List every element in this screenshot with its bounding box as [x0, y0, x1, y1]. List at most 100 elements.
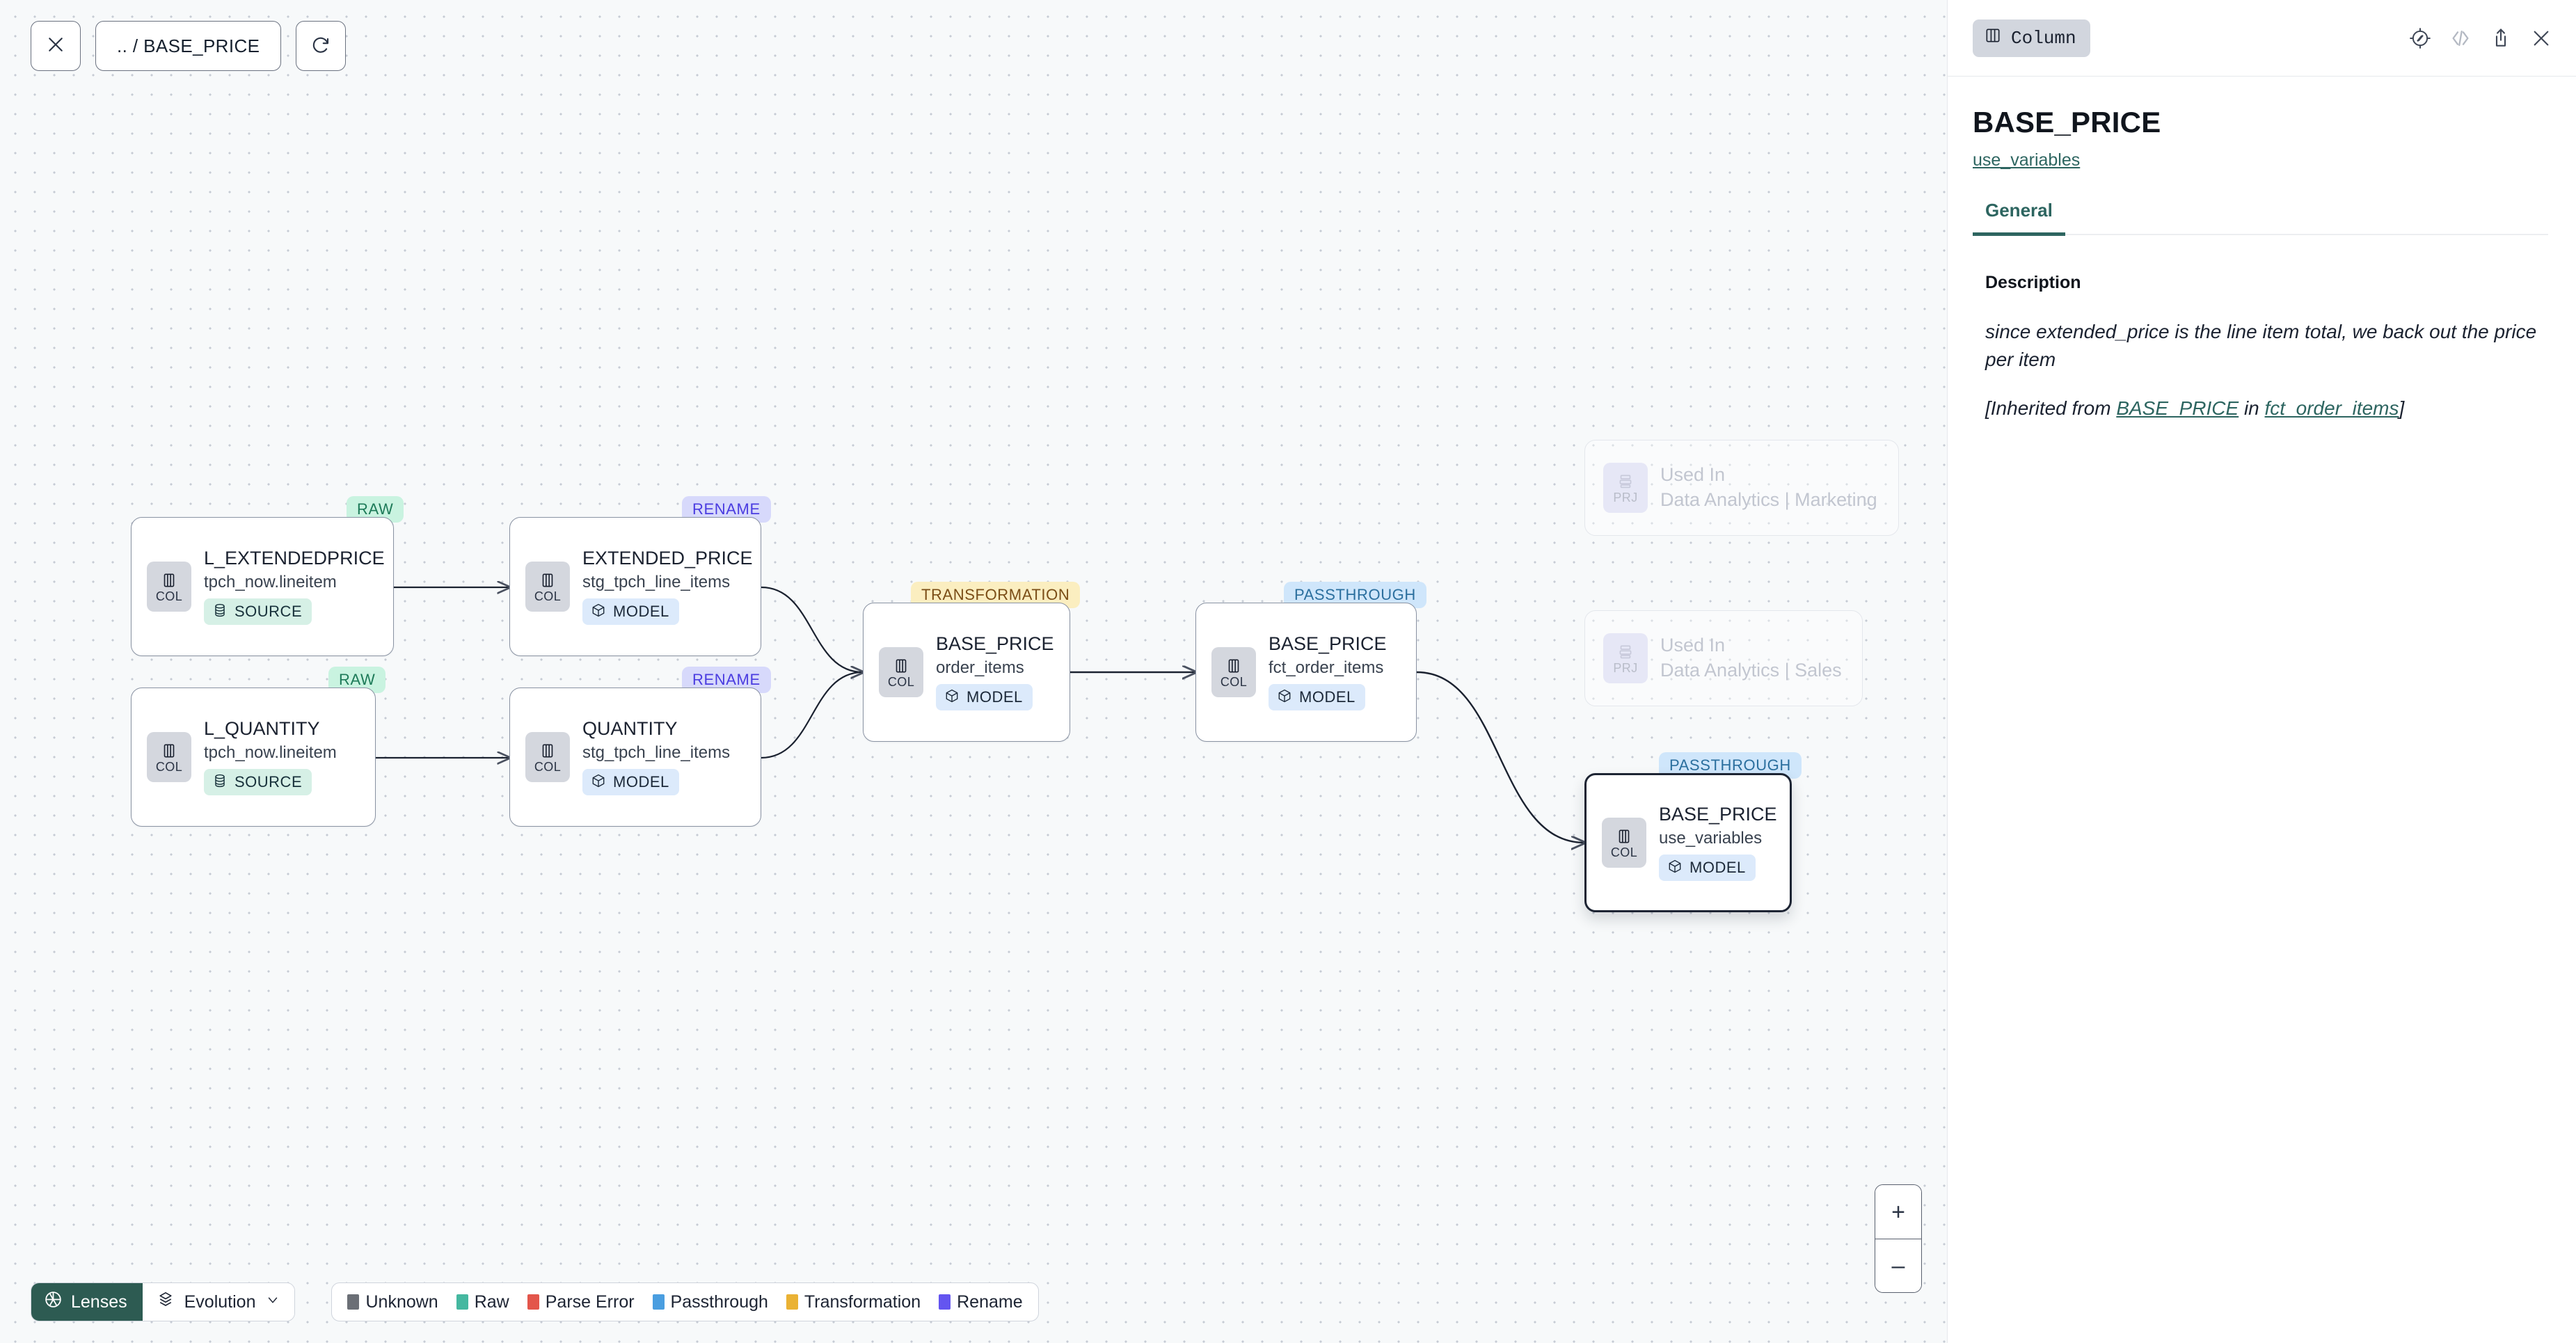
node-chip-model: MODEL	[1269, 684, 1365, 711]
node-used-in-label: Used In	[1660, 464, 1726, 486]
node-title: BASE_PRICE	[1269, 633, 1387, 654]
column-type-label: COL	[534, 759, 562, 774]
refresh-button[interactable]	[296, 21, 347, 71]
node-chip-label: MODEL	[1689, 859, 1746, 877]
panel-tabs: General	[1973, 200, 2548, 236]
project-type-label: PRJ	[1613, 660, 1638, 675]
breadcrumb: .. / BASE_PRICE	[117, 35, 260, 56]
column-type-icon: COL	[525, 732, 570, 782]
legend-label: Raw	[474, 1292, 509, 1312]
canvas-toolbar: .. / BASE_PRICE	[31, 21, 347, 71]
column-type-icon: COL	[147, 562, 191, 612]
bottom-toolbar: Lenses Evolution Unkno	[31, 1282, 1039, 1321]
lenses-button[interactable]: Lenses	[31, 1283, 143, 1321]
breadcrumb-button[interactable]: .. / BASE_PRICE	[95, 21, 282, 71]
legend-swatch	[347, 1294, 360, 1310]
cube-icon	[1667, 859, 1683, 877]
share-icon[interactable]	[2490, 27, 2512, 49]
lenses-group: Lenses Evolution	[31, 1282, 296, 1321]
inherited-suffix: ]	[2399, 397, 2405, 420]
panel-header-actions	[2409, 27, 2552, 49]
legend-swatch	[786, 1294, 798, 1310]
node-chip-model: MODEL	[936, 684, 1033, 711]
inherited-model-link[interactable]: fct_order_items	[2264, 397, 2399, 420]
node-subtitle: tpch_now.lineitem	[204, 742, 337, 762]
legend-item-rename[interactable]: Rename	[939, 1292, 1023, 1312]
explore-icon[interactable]	[2409, 27, 2431, 49]
column-type-icon: COL	[525, 562, 570, 612]
database-icon	[212, 603, 228, 621]
evolution-dropdown[interactable]: Evolution	[142, 1283, 295, 1321]
column-type-icon: COL	[879, 647, 923, 697]
legend-item-passthrough[interactable]: Passthrough	[652, 1292, 768, 1312]
tab-general[interactable]: General	[1973, 200, 2065, 236]
zoom-in-button[interactable]: +	[1875, 1185, 1921, 1239]
node-chip-label: MODEL	[613, 603, 669, 621]
legend-item-parse-error[interactable]: Parse Error	[527, 1292, 635, 1312]
node-chip-label: SOURCE	[234, 773, 303, 791]
node-subtitle: use_variables	[1659, 828, 1763, 848]
node-chip-model: MODEL	[1659, 855, 1756, 882]
aperture-icon	[44, 1290, 63, 1314]
inherited-column-link[interactable]: BASE_PRICE	[2116, 397, 2239, 420]
column-type-label: COL	[155, 589, 183, 603]
inherited-middle: in	[2239, 397, 2265, 420]
description-section: Description since extended_price is the …	[1973, 273, 2548, 423]
zoom-out-button[interactable]: –	[1875, 1239, 1921, 1292]
lineage-canvas[interactable]: .. / BASE_PRICE	[0, 0, 1947, 1343]
legend-label: Parse Error	[545, 1292, 635, 1312]
project-type-label: PRJ	[1613, 490, 1638, 504]
model-link[interactable]: use_variables	[1973, 150, 2081, 170]
column-type-icon: COL	[1602, 818, 1646, 868]
inherited-note: [Inherited from BASE_PRICE in fct_order_…	[1985, 395, 2548, 422]
node-title: L_QUANTITY	[204, 717, 320, 739]
page-title: BASE_PRICE	[1973, 106, 2161, 138]
column-type-label: COL	[155, 759, 183, 774]
cube-icon	[591, 603, 606, 621]
column-type-label: COL	[534, 589, 562, 603]
legend-label: Transformation	[804, 1292, 921, 1312]
legend-item-raw[interactable]: Raw	[456, 1292, 509, 1312]
close-icon	[45, 34, 66, 58]
node-subtitle: tpch_now.lineitem	[204, 572, 337, 591]
close-graph-button[interactable]	[31, 21, 81, 71]
node-chip-label: SOURCE	[234, 603, 303, 621]
node-subtitle: stg_tpch_line_items	[582, 572, 731, 591]
legend-label: Unknown	[365, 1292, 438, 1312]
node-chip-label: MODEL	[1299, 688, 1355, 706]
node-title: BASE_PRICE	[1659, 803, 1777, 825]
legend-item-unknown[interactable]: Unknown	[347, 1292, 438, 1312]
node-project-name: Data Analytics | Marketing	[1660, 489, 1877, 510]
project-type-icon: PRJ	[1603, 463, 1648, 513]
description-label: Description	[1985, 272, 2081, 292]
legend-item-transformation[interactable]: Transformation	[786, 1292, 921, 1312]
graph-node-used_in_marketing[interactable]: PRJ Used In Data Analytics | Marketing	[1584, 440, 1899, 536]
close-panel-icon[interactable]	[2530, 27, 2552, 49]
node-chip-source: SOURCE	[204, 769, 312, 796]
node-project-name: Data Analytics | Sales	[1660, 660, 1842, 681]
node-chip-model: MODEL	[582, 598, 679, 626]
layers-icon	[157, 1291, 175, 1314]
evolution-label: Evolution	[184, 1292, 256, 1312]
code-icon[interactable]	[2449, 27, 2472, 49]
refresh-icon	[310, 34, 331, 58]
node-body: Used In Data Analytics | Marketing	[1660, 465, 1877, 510]
entity-kind-label: Column	[2011, 27, 2076, 49]
zoom-controls: + –	[1875, 1184, 1922, 1293]
node-chip-model: MODEL	[582, 769, 679, 796]
node-title: EXTENDED_PRICE	[582, 547, 753, 569]
